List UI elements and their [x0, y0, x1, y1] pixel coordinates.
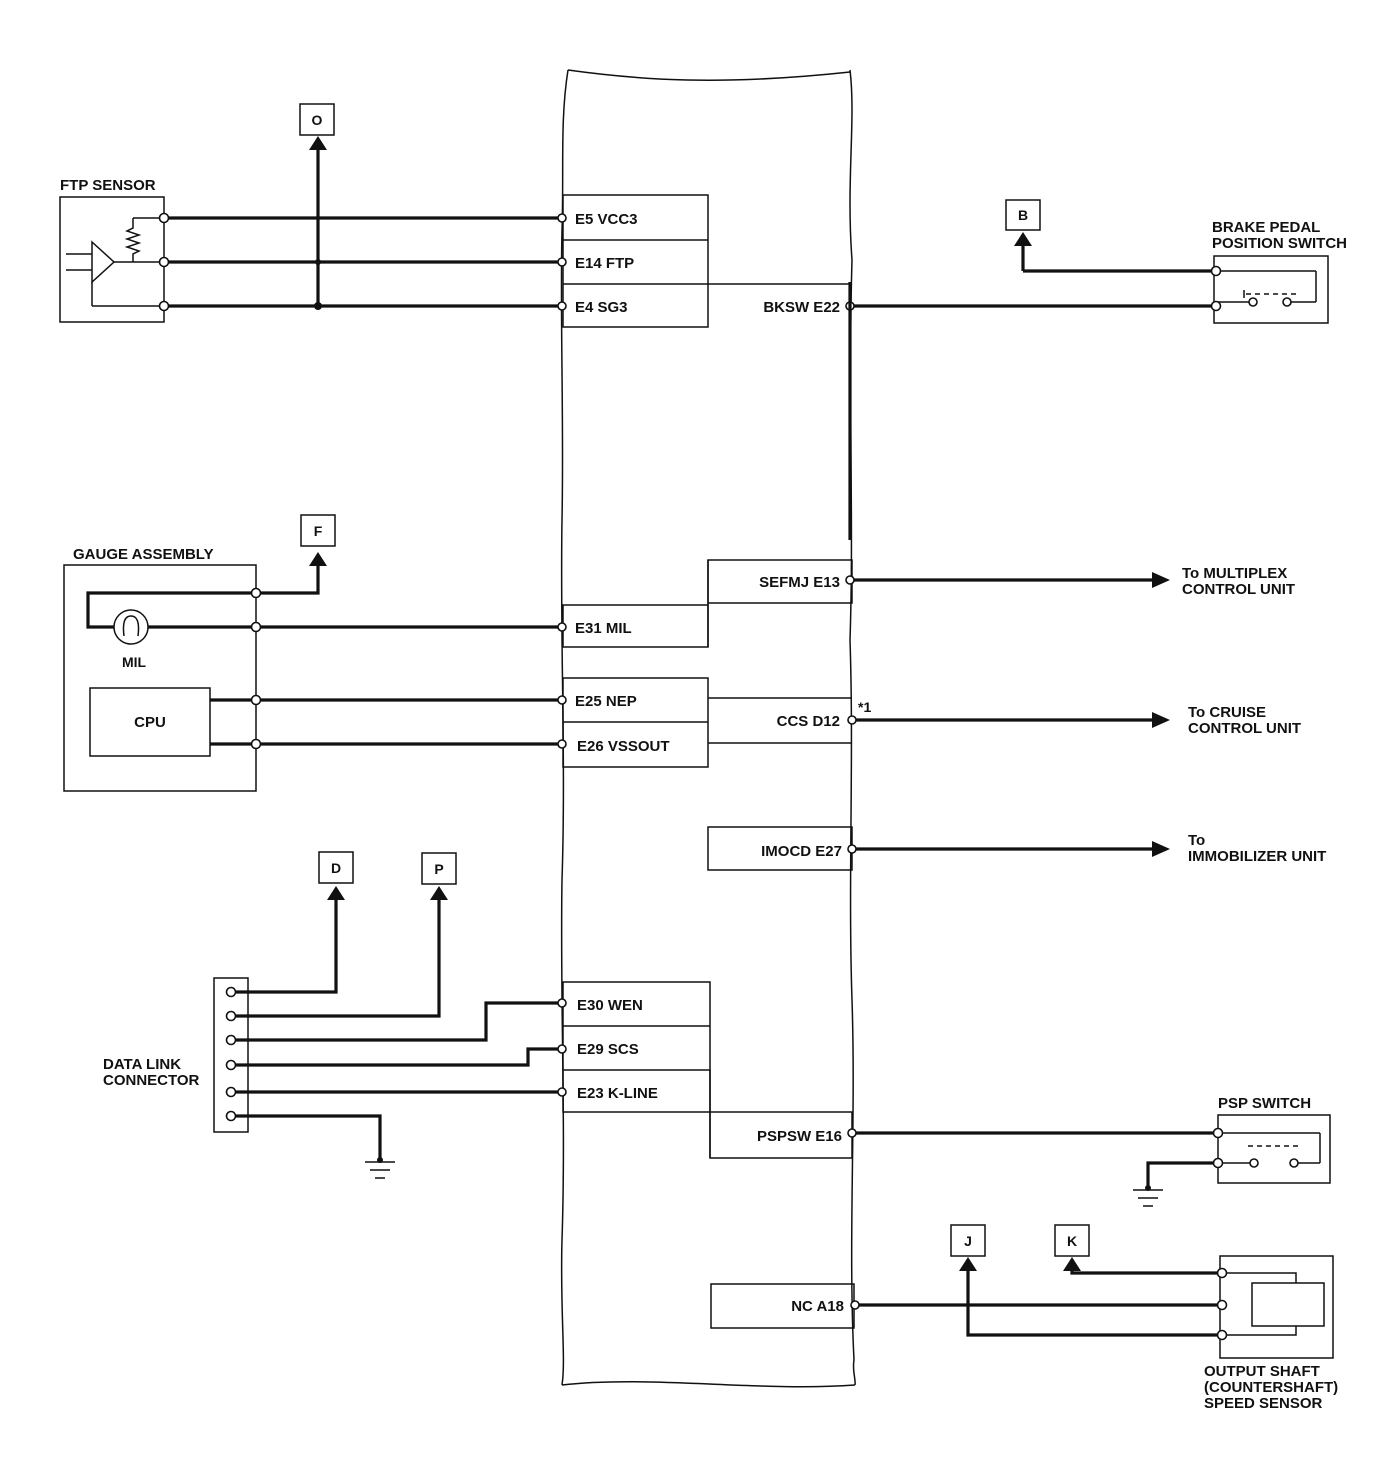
output-sensor-label-2: (COUNTERSHAFT) [1204, 1379, 1338, 1396]
pin-label-e14: E14 FTP [575, 255, 634, 272]
note-mark: *1 [858, 699, 871, 715]
arrow-right-icon [1152, 572, 1170, 588]
arrow-up-icon [1014, 232, 1032, 246]
psp-switch-label: PSP SWITCH [1218, 1095, 1311, 1112]
connector-tag-p: P [421, 852, 457, 900]
gauge-assembly: GAUGE ASSEMBLY MIL CPU [63, 546, 257, 792]
connector-tag-k: K [1054, 1224, 1090, 1271]
brake-pedal-position-switch: BRAKE PEDAL POSITION SWITCH [1212, 219, 1347, 324]
arrow-up-icon [430, 886, 448, 900]
arrow-right-icon [1152, 712, 1170, 728]
cpu-label: CPU [134, 714, 166, 731]
output-sensor-label-1: OUTPUT SHAFT [1204, 1363, 1320, 1380]
arrow-up-icon [309, 552, 327, 566]
ground-icon [1133, 1185, 1163, 1207]
dest-multiplex-2: CONTROL UNIT [1182, 581, 1295, 598]
pin-label-e4: E4 SG3 [575, 299, 628, 316]
mil-bulb-icon [113, 609, 149, 645]
svg-text:D: D [331, 860, 341, 876]
pin-label-e31: E31 MIL [575, 620, 632, 637]
dest-cruise-1: To CRUISE [1188, 704, 1266, 721]
connector-tag-d: D [318, 851, 354, 900]
connector-tag-o: O [299, 103, 335, 150]
arrow-right-icon [1152, 841, 1170, 857]
dest-cruise-2: CONTROL UNIT [1188, 720, 1301, 737]
pin-label-e25: E25 NEP [575, 693, 637, 710]
svg-text:O: O [312, 112, 323, 128]
ecm-left-connector-nep [562, 677, 852, 768]
dest-immobilizer-1: To [1188, 832, 1205, 849]
mil-label: MIL [122, 654, 147, 670]
arrow-up-icon [327, 886, 345, 900]
pin-label-a18: NC A18 [791, 1298, 844, 1315]
brake-switch-label-1: BRAKE PEDAL [1212, 219, 1320, 236]
pin-label-e27: IMOCD E27 [761, 843, 842, 860]
psp-switch: PSP SWITCH [1217, 1095, 1331, 1184]
connector-tag-b: B [1005, 199, 1041, 246]
pin-label-e13: SEFMJ E13 [759, 574, 840, 591]
pin-label-e26: E26 VSSOUT [577, 738, 670, 755]
dest-immobilizer-2: IMMOBILIZER UNIT [1188, 848, 1326, 865]
svg-text:K: K [1067, 1233, 1077, 1249]
output-sensor-label-3: SPEED SENSOR [1204, 1395, 1323, 1412]
data-link-connector: DATA LINK CONNECTOR [103, 977, 249, 1133]
ftp-sensor-label: FTP SENSOR [60, 177, 156, 194]
svg-text:F: F [314, 523, 323, 539]
svg-text:J: J [964, 1233, 972, 1249]
svg-text:P: P [434, 861, 443, 877]
pin-label-e5: E5 VCC3 [575, 211, 638, 228]
pin-label-e22: BKSW E22 [763, 299, 840, 316]
pin-label-e23: E23 K-LINE [577, 1085, 658, 1102]
dest-multiplex-1: To MULTIPLEX [1182, 565, 1287, 582]
pin-label-e30: E30 WEN [577, 997, 643, 1014]
gauge-assembly-label: GAUGE ASSEMBLY [73, 546, 214, 563]
connector-tag-f: F [300, 514, 336, 566]
output-shaft-speed-sensor: OUTPUT SHAFT (COUNTERSHAFT) SPEED SENSOR [1204, 1255, 1338, 1412]
ground-icon [365, 1157, 395, 1179]
ftp-sensor-amplifier-icon [91, 240, 116, 284]
ftp-sensor-resistor-icon [124, 218, 142, 262]
connector-tag-j: J [950, 1224, 986, 1271]
brake-switch-label-2: POSITION SWITCH [1212, 235, 1347, 252]
dlc-label-1: DATA LINK [103, 1056, 181, 1073]
dlc-label-2: CONNECTOR [103, 1072, 200, 1089]
arrow-up-icon [1063, 1257, 1081, 1271]
pin-label-e29: E29 SCS [577, 1041, 639, 1058]
svg-text:B: B [1018, 207, 1028, 223]
arrow-up-icon [309, 136, 327, 150]
ftp-sensor: FTP SENSOR [59, 177, 165, 323]
pin-label-e16: PSPSW E16 [757, 1128, 842, 1145]
pin-label-d12: CCS D12 [777, 713, 840, 730]
arrow-up-icon [959, 1257, 977, 1271]
